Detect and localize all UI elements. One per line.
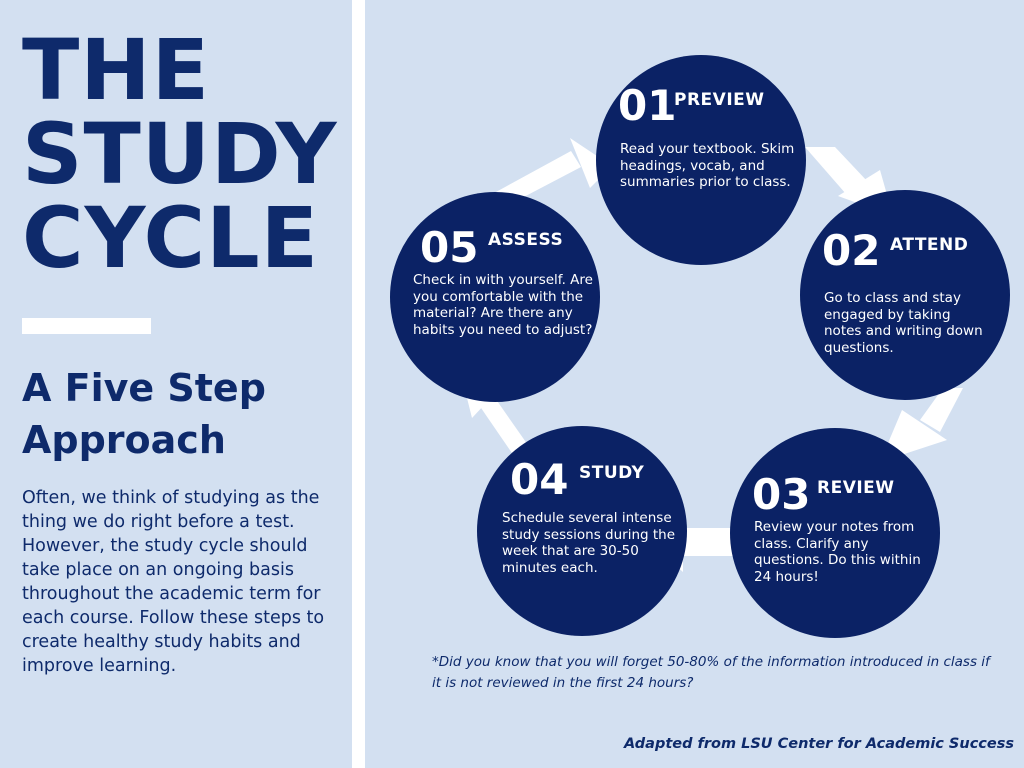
intro-paragraph: Often, we think of studying as the thing… (22, 488, 325, 676)
step-assess-circle: 05 ASSESS Check in with yourself. Are yo… (390, 192, 600, 402)
credit-line: Adapted from LSU Center for Academic Suc… (624, 736, 1014, 752)
step-study-circle: 04 STUDY Schedule several intense study … (477, 426, 687, 636)
step-label: PREVIEW (674, 90, 765, 110)
title-line-1: THE (22, 21, 210, 119)
step-label: REVIEW (817, 478, 895, 498)
step-description: Check in with yourself. Are you comforta… (413, 272, 593, 338)
step-number: 05 (420, 223, 479, 272)
title-divider (22, 318, 151, 334)
step-description: Schedule several intense study sessions … (502, 510, 676, 576)
step-attend-circle: 02 ATTEND Go to class and stay engaged b… (800, 190, 1010, 400)
retention-note: *Did you know that you will forget 50-80… (432, 654, 990, 691)
step-label: ATTEND (890, 235, 969, 255)
step-number: 01 (618, 81, 677, 130)
title-line-2: STUDY (22, 105, 338, 203)
step-label: ASSESS (488, 230, 564, 250)
title-line-3: CYCLE (22, 189, 320, 287)
step-number: 04 (510, 455, 569, 504)
step-number: 02 (822, 226, 881, 275)
step-label: STUDY (579, 463, 645, 483)
subtitle: A Five Step Approach (22, 366, 266, 462)
step-description: Read your textbook. Skim headings, vocab… (620, 141, 795, 190)
step-number: 03 (752, 470, 811, 519)
step-review-circle: 03 REVIEW Review your notes from class. … (730, 428, 940, 638)
step-description: Go to class and stay engaged by taking n… (824, 290, 983, 356)
step-description: Review your notes from class. Clarify an… (754, 519, 921, 585)
step-preview-circle: 01 PREVIEW Read your textbook. Skim head… (596, 55, 806, 265)
left-panel (0, 0, 352, 768)
